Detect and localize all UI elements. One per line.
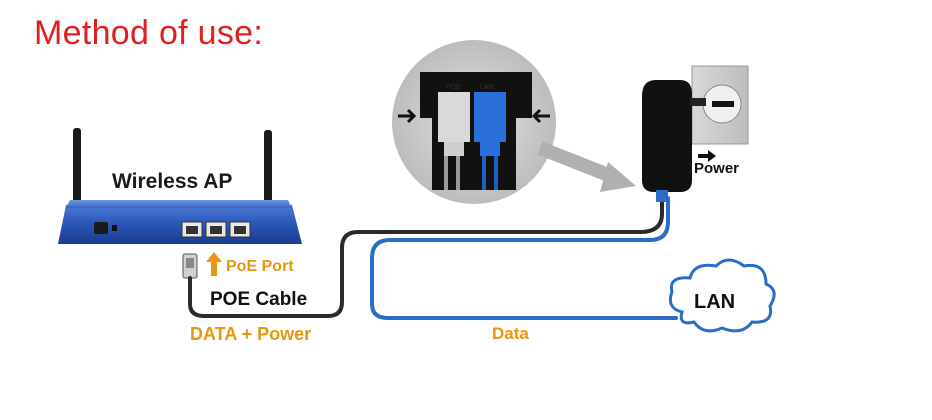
poe-injector-icon — [642, 80, 706, 202]
poe-cable — [188, 196, 664, 318]
poe-plug — [182, 253, 198, 279]
label-lan: LAN — [694, 291, 736, 313]
wall-outlet-icon — [691, 65, 749, 145]
page-title: Method of use: — [34, 14, 264, 52]
label-power: Power — [694, 160, 740, 177]
arrow-right-icon — [698, 150, 716, 162]
label-wireless-ap: Wireless AP — [112, 170, 233, 193]
data-cable — [370, 196, 678, 320]
label-socket-poe: POE — [446, 84, 461, 91]
cloud-icon — [668, 258, 776, 333]
label-data: Data — [492, 324, 529, 343]
router-icon — [58, 200, 302, 244]
pointer-arrow — [537, 141, 636, 192]
label-data-power: DATA + Power — [190, 324, 312, 344]
label-socket-lan: LAN — [480, 84, 494, 91]
label-poe-cable: POE Cable — [210, 289, 308, 310]
port-closeup — [392, 40, 556, 204]
label-poe-port: PoE Port — [226, 258, 294, 275]
arrow-up-icon — [206, 252, 222, 276]
ethernet-port-icon — [181, 221, 251, 238]
